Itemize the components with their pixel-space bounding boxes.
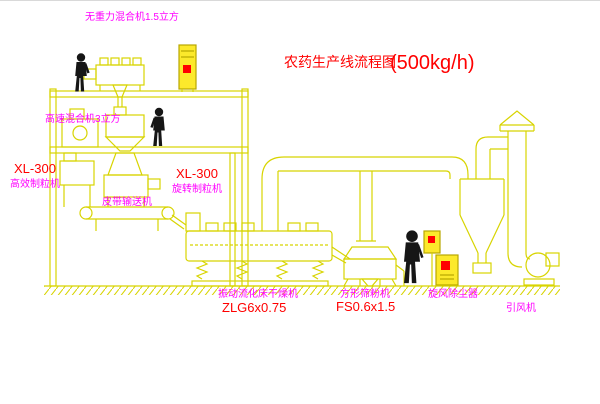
ground-line: [44, 285, 560, 295]
worker-figure-1: [75, 53, 90, 92]
spring: [195, 260, 209, 280]
control-cabinet-2: [423, 230, 441, 286]
alarm-light: [428, 236, 435, 243]
exhaust-stack: [499, 110, 535, 268]
cyclone-machine: [459, 136, 508, 274]
label-granulator-left: 高效制粒机: [10, 177, 60, 190]
control-cabinet-3: [435, 254, 459, 286]
label-fan: 引风机: [506, 301, 536, 314]
label-dryer: 振动流化床干燥机: [218, 287, 298, 300]
model-granulator-left: XL-300: [14, 161, 56, 176]
granulator-left-machine: [59, 152, 95, 207]
alarm-light: [441, 261, 450, 270]
spring: [311, 260, 325, 280]
plow-mixer: [83, 57, 145, 107]
worker-figure-3: [403, 230, 424, 284]
alarm-light: [183, 65, 191, 73]
label-cyclone: 旋风除尘器: [428, 287, 478, 300]
fluid-bed-dryer-machine: [185, 212, 351, 287]
control-cabinet-1: [178, 44, 197, 92]
spring: [275, 260, 289, 280]
label-granulator-mid: 旋转制粒机: [172, 182, 222, 195]
label-belt-conveyor: 皮带输送机: [102, 195, 152, 208]
model-granulator-mid: XL-300: [176, 166, 218, 181]
label-sieve: 方形筛粉机: [340, 287, 390, 300]
label-high-speed-mixer: 高速混合机3立方: [45, 112, 121, 125]
granulator-mid-machine: [103, 174, 161, 207]
model-dryer: ZLG6x0.75: [222, 300, 286, 315]
label-mixer-top: 无重力混合机1.5立方: [85, 10, 179, 23]
sieve-machine: [342, 246, 405, 287]
diagram-title: 农药生产线流程图: [284, 54, 396, 70]
exhaust-duct: [261, 156, 469, 231]
belt-conveyor-machine: [79, 206, 187, 231]
diagram-title-capacity: (500kg/h): [390, 52, 475, 74]
fan-machine: [523, 252, 560, 286]
worker-figure-2: [150, 107, 165, 146]
sieve-duct: [356, 171, 376, 242]
spring: [235, 260, 249, 280]
model-sieve: FS0.6x1.5: [336, 299, 395, 314]
high-speed-mixer: [61, 108, 99, 148]
